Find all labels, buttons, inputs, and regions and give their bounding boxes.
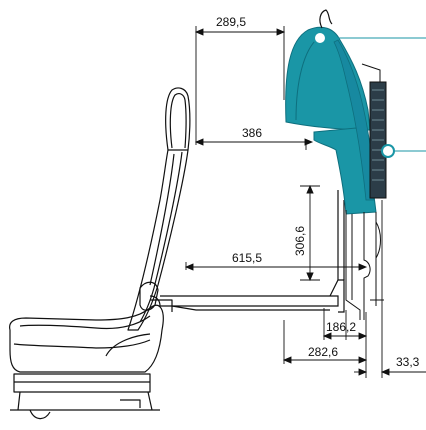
- callout-dot-icon: [381, 144, 395, 158]
- dim-615-5: 615,5: [232, 251, 262, 265]
- dim-386: 386: [242, 126, 262, 140]
- seat-cushion: [9, 304, 164, 373]
- dimension-labels: 289,5 386 615,5 306,6 186,2 282,6 33,3: [216, 15, 420, 369]
- dim-282-6: 282,6: [308, 345, 338, 359]
- passenger-seat: [9, 87, 191, 420]
- seat-backrest: [127, 149, 189, 331]
- callouts: [313, 31, 426, 158]
- seat-headrest: [165, 87, 191, 151]
- dim-289-5: 289,5: [216, 15, 246, 29]
- dim-33-3: 33,3: [396, 355, 420, 369]
- dim-186-2: 186,2: [326, 320, 356, 334]
- wall-bracket: [345, 63, 387, 320]
- shell-hook: [319, 9, 333, 29]
- dimension-lines: [184, 26, 426, 378]
- callout-dot-icon: [313, 31, 327, 45]
- folding-seat-shell: [285, 9, 377, 215]
- dim-306-6: 306,6: [293, 226, 307, 256]
- seat-base: [13, 373, 151, 393]
